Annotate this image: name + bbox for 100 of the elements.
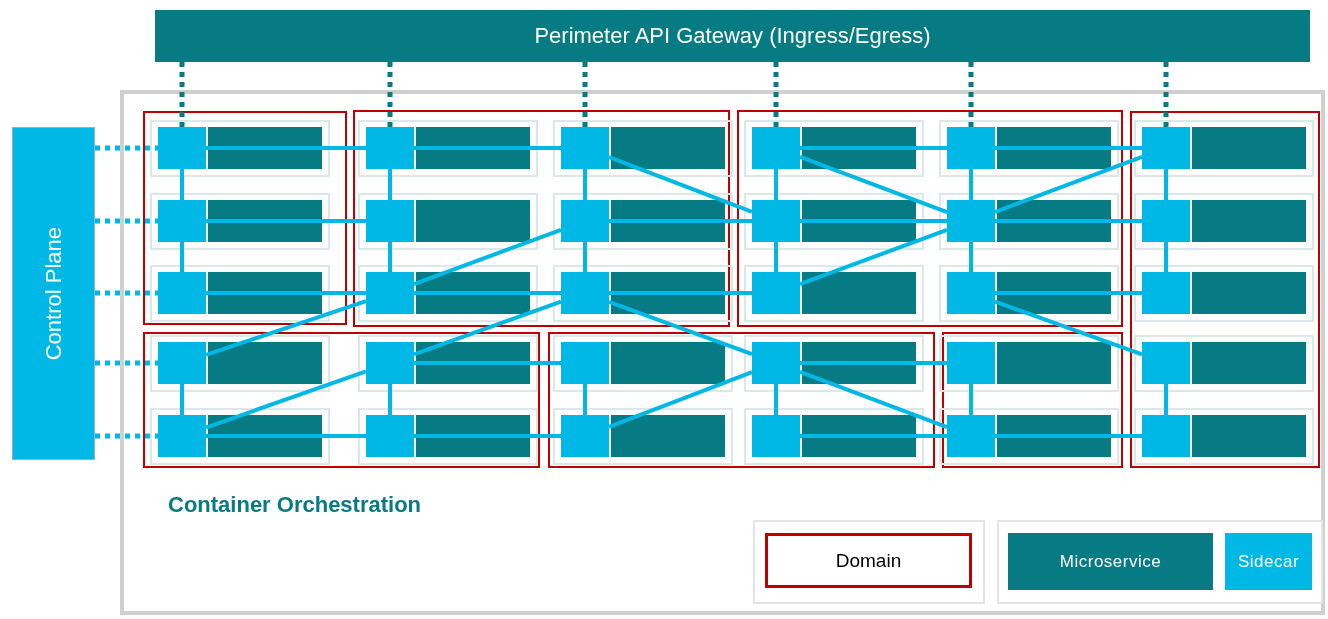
sidecar-block (561, 415, 609, 457)
legend-label: Domain (835, 549, 902, 572)
connector-line (414, 291, 561, 295)
domain-outline (942, 332, 1123, 468)
connector-line (799, 370, 948, 429)
connector-line (206, 146, 366, 150)
connector-line (414, 434, 561, 438)
connector-line (774, 169, 778, 200)
sidecar-block (158, 342, 206, 384)
connector-line (388, 169, 392, 200)
sidecar-block (561, 272, 609, 314)
connector-line (995, 434, 1142, 438)
sidecar-block (158, 127, 206, 169)
gateway-bar (155, 10, 1310, 62)
connector-line (969, 384, 973, 415)
dotted-connector (95, 290, 158, 296)
legend-label: Microservice (1059, 551, 1162, 572)
connector-line (995, 146, 1142, 150)
domain-outline (143, 332, 540, 468)
connector-line (800, 361, 947, 365)
domain-outline (1130, 111, 1320, 468)
dotted-connector (95, 360, 158, 366)
connector-line (799, 155, 948, 214)
connector-line (413, 228, 562, 286)
connector-line (583, 384, 587, 415)
connector-line (1164, 242, 1168, 272)
sidecar-block (947, 127, 995, 169)
connector-line (994, 155, 1143, 214)
connector-line (1164, 169, 1168, 200)
dotted-connector (95, 145, 158, 151)
connector-line (608, 299, 753, 357)
dotted-connector (95, 218, 158, 224)
dotted-connector (968, 62, 974, 127)
sidecar-block (752, 200, 800, 242)
sidecar-block (366, 415, 414, 457)
connector-line (180, 384, 184, 415)
domain-outline (353, 110, 730, 327)
sidecar-block (947, 342, 995, 384)
domain-outline (737, 110, 1123, 327)
sidecar-block (947, 415, 995, 457)
sidecar-block (947, 200, 995, 242)
sidecar-block (158, 272, 206, 314)
sidecar-block (1142, 127, 1190, 169)
sidecar-block (947, 272, 995, 314)
sidecar-block (366, 127, 414, 169)
dotted-connector (1163, 62, 1169, 127)
connector-line (583, 169, 587, 200)
sidecar-block (752, 127, 800, 169)
connector-line (800, 219, 947, 223)
connector-line (608, 155, 753, 214)
sidecar-block (1142, 342, 1190, 384)
connector-line (774, 242, 778, 272)
connector-line (206, 434, 366, 438)
connector-line (180, 242, 184, 272)
connector-line (609, 219, 752, 223)
control-plane-bar (12, 127, 95, 460)
connector-line (774, 384, 778, 415)
connector-line (800, 434, 947, 438)
sidecar-block (366, 272, 414, 314)
gateway-title: Perimeter API Gateway (Ingress/Egress) (534, 23, 931, 49)
connector-line (388, 384, 392, 415)
connector-line (995, 219, 1142, 223)
domain-outline (548, 332, 935, 468)
connector-line (414, 361, 561, 365)
connector-line (205, 369, 367, 430)
connector-line (206, 219, 366, 223)
connector-line (969, 242, 973, 272)
domain-outline (143, 111, 347, 325)
dotted-connector (387, 62, 393, 127)
sidecar-block (752, 272, 800, 314)
sidecar-block (158, 415, 206, 457)
sidecar-block (561, 127, 609, 169)
legend-label: Sidecar (1237, 551, 1300, 572)
connector-line (388, 242, 392, 272)
control-plane-title: Control Plane (40, 226, 67, 361)
dotted-connector (582, 62, 588, 127)
sidecar-block (1142, 272, 1190, 314)
sidecar-block (366, 342, 414, 384)
sidecar-block (1142, 200, 1190, 242)
connector-line (206, 291, 366, 295)
connector-line (969, 169, 973, 200)
dotted-connector (95, 433, 158, 439)
connector-line (180, 169, 184, 200)
sidecar-block (752, 415, 800, 457)
connector-line (799, 228, 948, 286)
sidecar-block (561, 200, 609, 242)
sidecar-block (561, 342, 609, 384)
orchestration-frame (120, 90, 1325, 615)
dotted-connector (773, 62, 779, 127)
orchestration-title: Container Orchestration (168, 492, 422, 518)
sidecar-block (158, 200, 206, 242)
connector-line (608, 370, 753, 429)
connector-line (583, 242, 587, 272)
connector-line (205, 299, 367, 357)
connector-line (800, 146, 947, 150)
connector-line (994, 299, 1143, 357)
connector-line (995, 291, 1142, 295)
sidecar-block (752, 342, 800, 384)
dotted-connector (179, 62, 185, 127)
connector-line (414, 146, 561, 150)
